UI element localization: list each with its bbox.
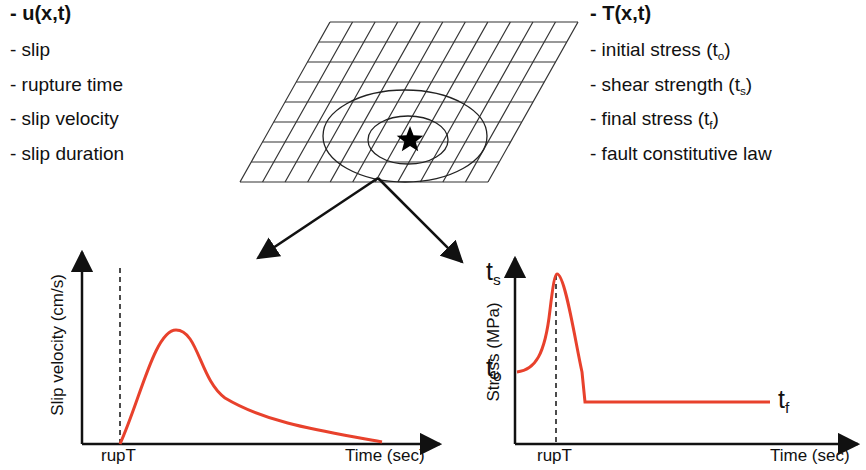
label-text: - final stress (t [590, 108, 709, 129]
label-text: - initial stress (t [590, 39, 718, 60]
grid-line [251, 161, 499, 162]
label-text: ) [746, 74, 752, 95]
grid-line [330, 21, 578, 22]
pointer-arrow [378, 178, 462, 262]
stress-curve [517, 274, 770, 402]
heading: - u(x,t) [10, 2, 71, 24]
list-item: - slip [10, 40, 50, 61]
subscript: f [785, 399, 789, 416]
label-text: ) [713, 108, 719, 129]
label-text: t [486, 257, 493, 285]
list-item: - slip duration [10, 144, 124, 165]
hypocenter-star [397, 126, 424, 151]
subscript: s [493, 271, 501, 288]
list-item: - slip velocity [10, 109, 119, 130]
label-text: - T(x,t) [590, 2, 651, 24]
rupture-front [368, 116, 448, 164]
rupture-front [323, 90, 487, 182]
pointer-arrow [258, 178, 378, 258]
axis-label: Stress (MPa) [485, 302, 504, 401]
label-text: - shear strength (t [590, 74, 740, 95]
label-text: Stress (MPa) [484, 302, 503, 401]
label-text: - fault constitutive law [590, 143, 772, 164]
label-text: - rupture time [10, 74, 123, 95]
grid-line [240, 181, 488, 182]
subscript: f [709, 118, 712, 131]
y-axis [81, 252, 84, 444]
label-text: - slip duration [10, 143, 124, 164]
rupture-time-line [119, 268, 121, 444]
list-item: - fault constitutive law [590, 144, 772, 165]
list-item: - final stress (tf) [590, 109, 719, 131]
value-label: tf [778, 386, 789, 416]
grid-line [308, 61, 556, 62]
label-text: rupT [101, 446, 136, 465]
grid-line [263, 141, 511, 142]
value-label: ts [486, 258, 501, 288]
rupture-time-line [555, 275, 557, 444]
grid-line [296, 81, 544, 82]
label-text: t [486, 353, 493, 381]
x-axis [82, 443, 440, 446]
label-text: t [778, 385, 785, 413]
list-item: - shear strength (ts) [590, 75, 752, 97]
grid-line [319, 41, 567, 42]
axis-label: Slip velocity (cm/s) [49, 274, 68, 416]
label-text: ) [724, 39, 730, 60]
subscript: s [740, 84, 746, 97]
tick-label: rupT [101, 447, 136, 466]
label-text: - slip [10, 39, 50, 60]
x-axis [515, 443, 858, 446]
label-text: - slip velocity [10, 108, 119, 129]
value-label: to [486, 354, 502, 384]
tick-label: rupT [537, 447, 572, 466]
label-text: Time (sec) [345, 446, 425, 465]
list-item: - rupture time [10, 75, 123, 96]
label-text: - u(x,t) [10, 2, 71, 24]
label-text: rupT [537, 446, 572, 465]
fault-grid [240, 22, 578, 182]
subscript: o [718, 49, 725, 62]
heading: - T(x,t) [590, 2, 651, 24]
label-text: Time (sec) [770, 446, 850, 465]
axis-label: Time (sec) [770, 447, 850, 466]
list-item: - initial stress (to) [590, 40, 731, 62]
subscript: o [493, 367, 502, 384]
axis-label: Time (sec) [345, 447, 425, 466]
y-axis [514, 258, 517, 444]
grid-line [285, 101, 533, 102]
grid-line [274, 121, 522, 122]
label-text: Slip velocity (cm/s) [48, 274, 67, 416]
slip-velocity-curve [120, 330, 382, 444]
